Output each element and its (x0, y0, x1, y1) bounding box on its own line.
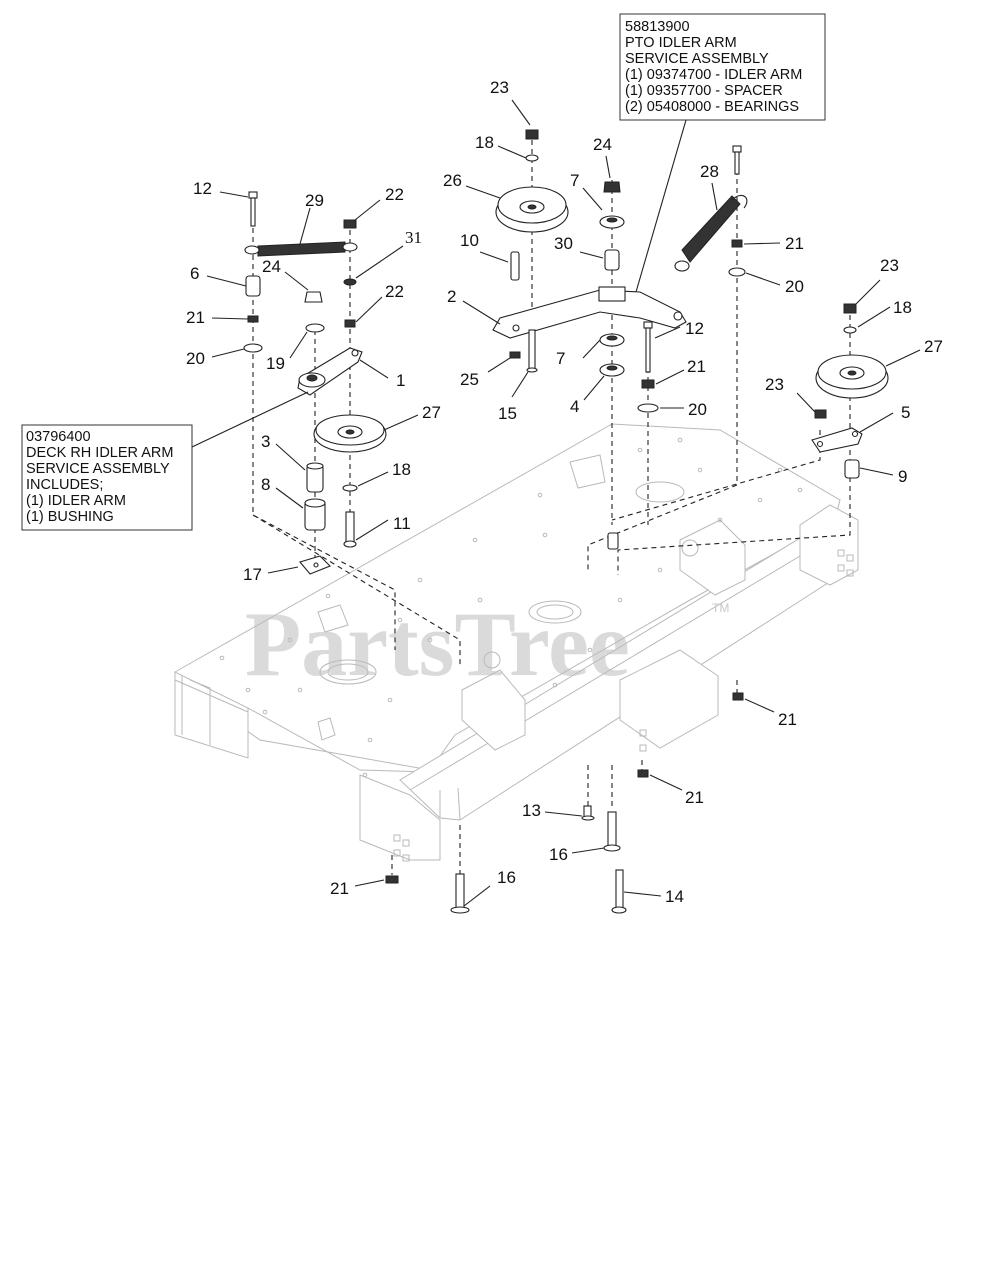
callout-number: 22 (385, 282, 404, 301)
nut-21-c (385, 875, 399, 884)
callout-number: 5 (901, 403, 910, 422)
nut-21-a (732, 692, 744, 701)
pto-box-line: SERVICE ASSEMBLY (625, 51, 769, 67)
callout-number: 18 (893, 298, 912, 317)
callout-number: 19 (266, 354, 285, 373)
callout-number: 21 (685, 788, 704, 807)
rh-box-line: SERVICE ASSEMBLY (26, 461, 170, 477)
callout-number: 31 (405, 228, 422, 247)
rh-box-line: (1) IDLER ARM (26, 493, 126, 509)
callout-number: 22 (385, 185, 404, 204)
callout-number: 21 (778, 710, 797, 729)
callout-number: 24 (262, 257, 281, 276)
callout-number: 21 (785, 234, 804, 253)
callout-number: 16 (549, 845, 568, 864)
rh-box-line: INCLUDES; (26, 477, 103, 493)
callout-number: 11 (393, 514, 411, 533)
callout-numbers: 23 18 26 24 7 10 28 30 21 20 2 12 25 15 … (186, 78, 943, 906)
callout-number: 7 (556, 349, 565, 368)
callout-number: 17 (243, 565, 262, 584)
callout-number: 12 (685, 319, 704, 338)
callout-number: 20 (688, 400, 707, 419)
callout-number: 3 (261, 432, 270, 451)
callout-number: 13 (522, 801, 541, 820)
callout-number: 20 (186, 349, 205, 368)
pto-box-line: 58813900 (625, 19, 690, 35)
pto-box-line: PTO IDLER ARM (625, 35, 737, 51)
callout-number: 21 (186, 308, 205, 327)
callout-number: 25 (460, 370, 479, 389)
callout-number: 10 (460, 231, 479, 250)
callout-number: 28 (700, 162, 719, 181)
pto-box-line: (1) 09357700 - SPACER (625, 83, 783, 99)
callout-leaders (191, 99, 921, 907)
callout-number: 6 (190, 264, 199, 283)
callout-number: 12 (193, 179, 212, 198)
pto-box-line: (2) 05408000 - BEARINGS (625, 99, 799, 115)
watermark-trademark: TM (712, 601, 729, 615)
callout-number: 24 (593, 135, 612, 154)
callout-number: 16 (497, 868, 516, 887)
callout-number: 26 (443, 171, 462, 190)
rh-box-line: DECK RH IDLER ARM (26, 445, 173, 461)
callout-number: 29 (305, 191, 324, 210)
callout-number: 18 (392, 460, 411, 479)
callout-number: 30 (554, 234, 573, 253)
callout-number: 18 (475, 133, 494, 152)
bolt-head (248, 191, 258, 199)
callout-number: 20 (785, 277, 804, 296)
callout-number: 1 (396, 371, 405, 390)
callout-number: 4 (570, 397, 579, 416)
mower-deck (174, 423, 859, 862)
callout-number: 15 (498, 404, 517, 423)
callout-number: 14 (665, 887, 684, 906)
callout-number: 23 (490, 78, 509, 97)
watermark-text: PartsTree (245, 593, 630, 695)
rh-box-line: (1) BUSHING (26, 509, 114, 525)
callout-number: 23 (880, 256, 899, 275)
hardware-parts (243, 129, 889, 914)
callout-number: 9 (898, 467, 907, 486)
callout-number: 2 (447, 287, 456, 306)
spring-29 (257, 241, 346, 257)
callout-number: 27 (422, 403, 441, 422)
callout-number: 8 (261, 475, 270, 494)
callout-number: 21 (330, 879, 349, 898)
bolt-shank (250, 197, 256, 227)
nut-21-b (637, 769, 649, 778)
rh-box-line: 03796400 (26, 429, 91, 445)
callout-number: 7 (570, 171, 579, 190)
pto-idler-assembly-box: 58813900 PTO IDLER ARM SERVICE ASSEMBLY … (619, 13, 826, 121)
deck-rh-idler-assembly-box: 03796400 DECK RH IDLER ARM SERVICE ASSEM… (21, 424, 193, 531)
callout-number: 21 (687, 357, 706, 376)
pto-box-line: (1) 09374700 - IDLER ARM (625, 67, 802, 83)
callout-number: 27 (924, 337, 943, 356)
callout-number: 23 (765, 375, 784, 394)
